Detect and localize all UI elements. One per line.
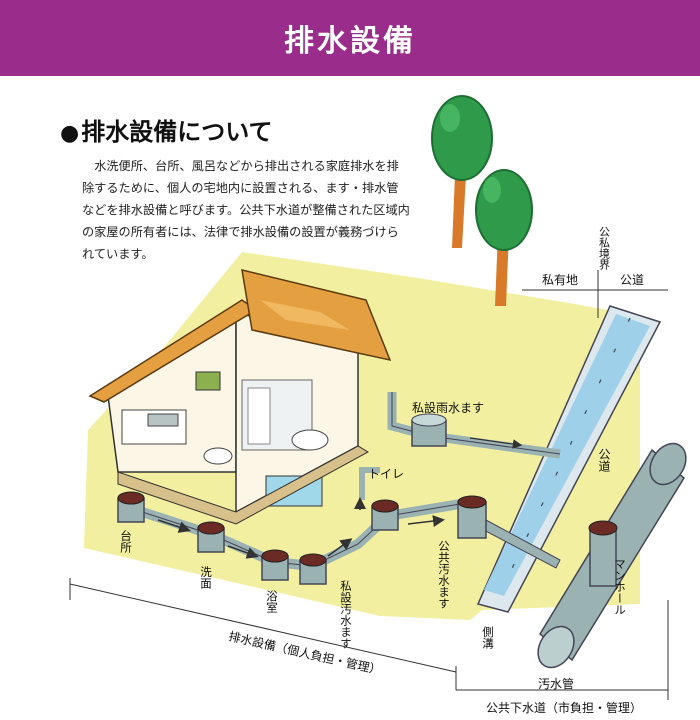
gutter-water <box>484 314 650 596</box>
label-washroom: 洗面 <box>199 566 213 589</box>
drainage-bracket <box>69 578 457 690</box>
label-bathroom: 浴室 <box>265 590 279 613</box>
manhole <box>588 520 618 587</box>
label-road: 公道 <box>597 448 611 472</box>
label-sewer-pipe: 汚水管 <box>538 676 574 691</box>
house-floor <box>117 445 370 525</box>
label-toilet: トイレ <box>368 467 404 481</box>
washroom-basin <box>197 521 225 553</box>
kitchen-basin <box>117 491 145 523</box>
label-rain-basin: 私設雨水ます <box>412 400 484 415</box>
public-sewage-basin <box>457 495 487 539</box>
private-sewage-basin <box>299 553 327 585</box>
heading-text: 排水設備について <box>81 118 273 146</box>
label-boundary: 公私境界 <box>598 226 611 271</box>
label-private-sewage-basin: 私設汚水ます <box>339 580 353 649</box>
label-manhole: マンホール <box>613 558 627 616</box>
rain-basin <box>411 413 447 447</box>
public-sewer-bracket-label: 公共下水道（市負担・管理） <box>486 700 642 715</box>
flow-arrow-icon <box>157 497 445 559</box>
tree-icon <box>431 95 493 248</box>
bath-basin <box>261 549 289 581</box>
label-kitchen: 台所 <box>119 529 133 554</box>
tree-icon <box>475 169 533 306</box>
banner-title: 排水設備 <box>284 24 416 59</box>
label-public-sewage-basin: 公共汚水ます <box>437 540 451 609</box>
toilet-basin <box>371 499 399 531</box>
title-banner: 排水設備 <box>0 0 700 76</box>
public-sewer-bracket <box>456 600 669 700</box>
heading-bullet: ● <box>60 121 80 146</box>
intro-paragraph: 水洗便所、台所、風呂などから排出される家庭排水を排除するために、個人の宅地内に設… <box>82 159 410 262</box>
drainage-bracket-label: 排水設備（個人負担・管理） <box>227 628 382 677</box>
label-public-road: 公道 <box>620 273 644 287</box>
section-heading: ●排水設備について <box>60 112 272 147</box>
label-gutter: 側溝 <box>481 626 495 650</box>
label-private-land: 私有地 <box>542 273 578 287</box>
